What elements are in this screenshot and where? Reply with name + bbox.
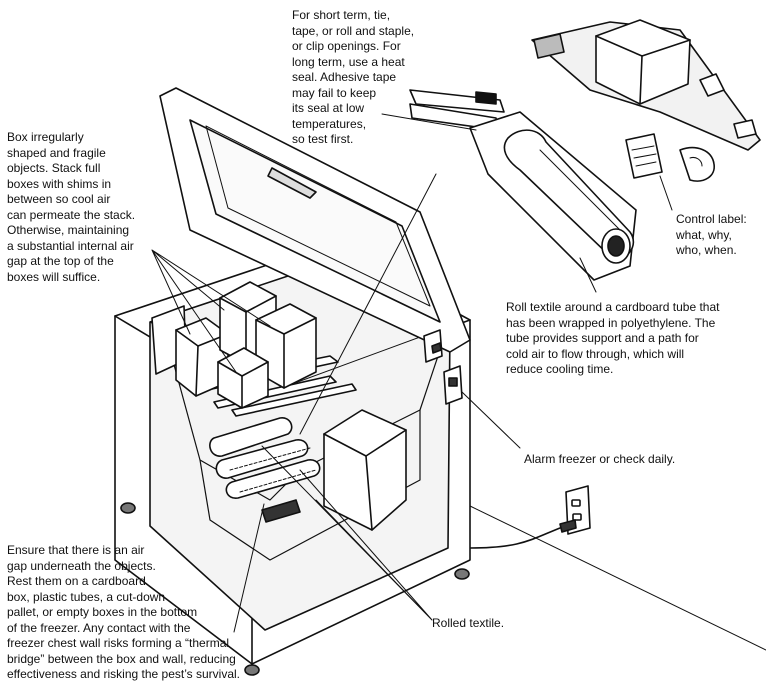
- floor-line: [469, 505, 766, 651]
- rolled-textiles: [209, 417, 321, 523]
- alarm-device: [423, 329, 463, 405]
- freezer-lid: [159, 87, 471, 353]
- air-gap-note: Ensure that there is an air gap undernea…: [7, 543, 241, 681]
- stapler: [409, 89, 505, 131]
- control-label-note: Control label: what, why, who, when.: [676, 212, 747, 257]
- large-box: [323, 409, 407, 531]
- wall-outlet: [559, 485, 591, 535]
- control-label-tag: [625, 133, 715, 182]
- bagged-box: [531, 19, 761, 151]
- stacked-boxes: [151, 281, 317, 409]
- leader-lines: [151, 113, 673, 633]
- roll-textile-note: Roll textile around a cardboard tube tha…: [506, 300, 720, 376]
- box-fragile-note: Box irregularly shaped and fragile objec…: [7, 130, 136, 284]
- textile-roll: [469, 111, 637, 281]
- alarm-note: Alarm freezer or check daily.: [524, 452, 676, 466]
- power-cord: [469, 527, 561, 549]
- seal-note: For short term, tie, tape, or roll and s…: [292, 8, 415, 146]
- rolled-textile-note: Rolled textile.: [432, 616, 505, 630]
